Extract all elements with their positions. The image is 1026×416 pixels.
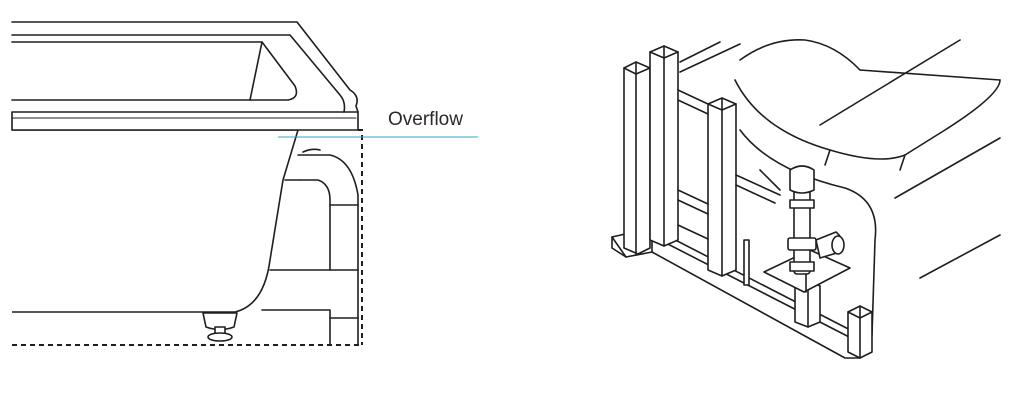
waste-pipe [787,165,845,293]
overflow-callout: Overflow [278,109,478,138]
studs [623,45,873,359]
adjustable-foot [202,312,238,342]
bath-shell-isometric [679,39,1001,356]
rails [677,89,781,240]
support-frame-blocks [261,148,359,346]
bath-panel-dashed-outline [12,129,363,346]
left-bath-cross-section: Overflow [11,21,478,346]
right-isometric-framing [611,39,1001,359]
overflow-label: Overflow [388,109,463,130]
bath-body [11,21,359,313]
base-sill-plate [611,227,861,359]
upright-rod [743,239,750,286]
